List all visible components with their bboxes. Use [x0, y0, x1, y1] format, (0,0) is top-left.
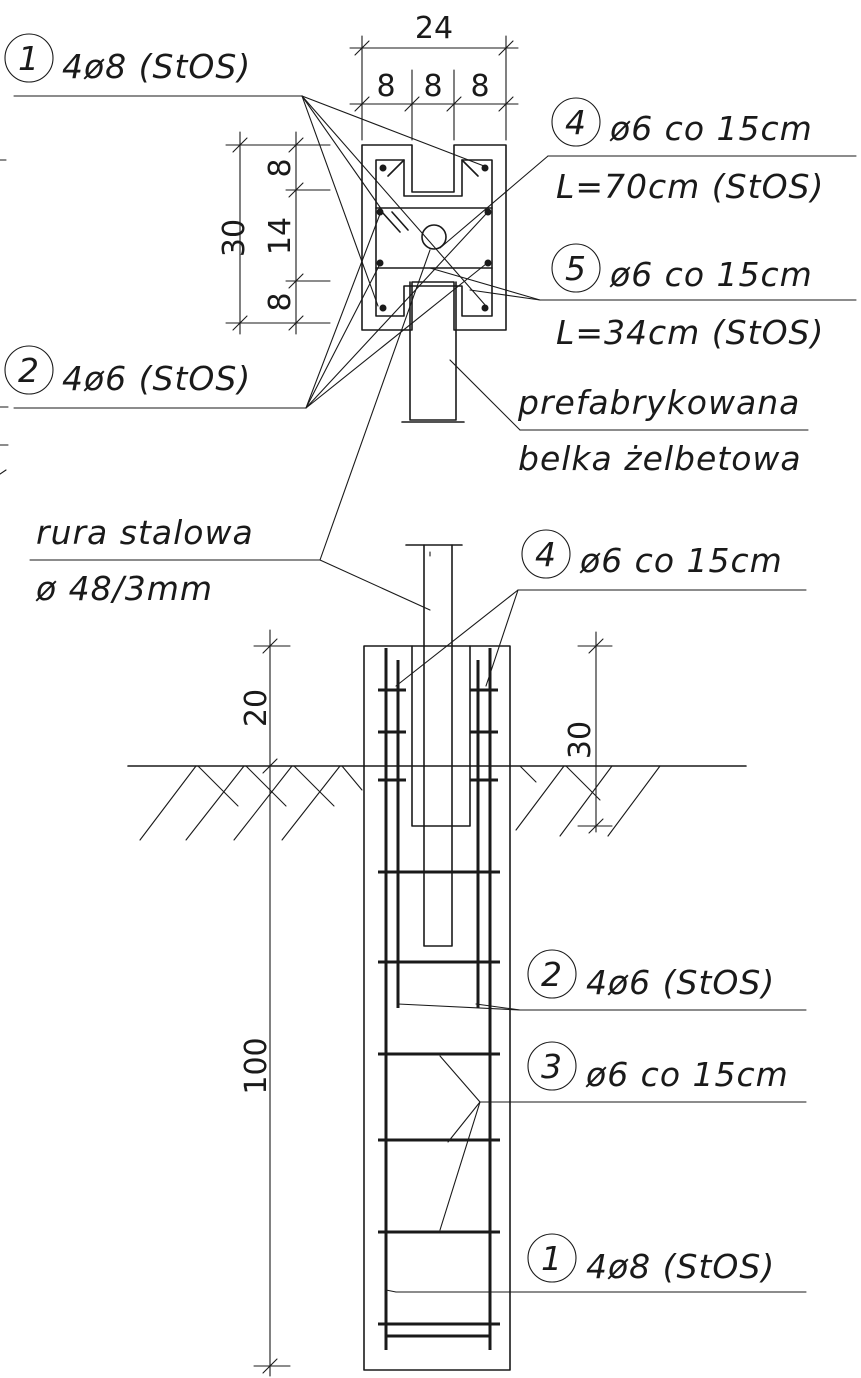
ground-hatch [139, 765, 661, 841]
top-width-dimension: 24 8 8 8 [349, 11, 519, 141]
dim-pipe-embed: 30 [563, 721, 598, 759]
svg-text:L=70cm (StOS): L=70cm (StOS) [556, 167, 824, 206]
svg-text:4: 4 [535, 535, 557, 574]
label-stirrup-4-top: 4 ø6 co 15cm L=70cm (StOS) [551, 97, 824, 206]
svg-text:2: 2 [18, 351, 40, 390]
pipe-circle [421, 224, 447, 250]
dim-foundation-depth: 100 [239, 1037, 274, 1094]
dim-top-width-mid: 8 [423, 69, 442, 104]
bottom-elevation [127, 544, 807, 1371]
svg-text:ø 48/3mm: ø 48/3mm [35, 569, 213, 608]
svg-text:ø6 co 15cm: ø6 co 15cm [609, 109, 813, 148]
dim-top-width-right: 8 [470, 69, 489, 104]
label-top-bar-1: 1 4ø8 (StOS) [4, 33, 251, 86]
dim-top-width-left: 8 [376, 69, 395, 104]
dim-section-height-mid: 14 [263, 217, 298, 255]
dim-section-height-total: 30 [217, 219, 252, 257]
label-beam: prefabrykowana belka żelbetowa [517, 383, 802, 478]
dim-section-height-top: 8 [263, 158, 298, 177]
label-stirrup-3: 3 ø6 co 15cm [527, 1041, 789, 1094]
foundation-outline [363, 645, 511, 1371]
steel-pipe [423, 544, 453, 947]
left-edge-fragments [0, 159, 9, 475]
svg-text:L=34cm (StOS): L=34cm (StOS) [556, 313, 824, 352]
horizontal-stirrups [378, 688, 500, 1338]
svg-text:1: 1 [18, 39, 40, 78]
dim-top-width-total: 24 [415, 11, 453, 46]
section-outline [361, 144, 507, 331]
svg-text:ø6 co 15cm: ø6 co 15cm [609, 255, 813, 294]
svg-text:4: 4 [565, 103, 587, 142]
svg-text:4ø8 (StOS): 4ø8 (StOS) [586, 1247, 775, 1286]
svg-text:ø6 co 15cm: ø6 co 15cm [585, 1055, 789, 1094]
svg-text:rura stalowa: rura stalowa [36, 513, 254, 552]
svg-text:ø6 co 15cm: ø6 co 15cm [579, 541, 783, 580]
dim-embed-above-ground: 20 [239, 689, 274, 727]
svg-text:5: 5 [565, 249, 587, 288]
top-height-dimension: 30 8 14 8 [217, 131, 331, 335]
label-bottom-bar-2: 2 4ø6 (StOS) [527, 949, 775, 1002]
top-leader-lines [13, 95, 857, 561]
svg-text:4ø8 (StOS): 4ø8 (StOS) [62, 47, 251, 86]
stirrup-4-outline [375, 159, 493, 317]
top-cross-section [361, 144, 507, 423]
svg-text:2: 2 [541, 955, 563, 994]
svg-text:4ø6 (StOS): 4ø6 (StOS) [62, 359, 251, 398]
svg-text:1: 1 [541, 1239, 563, 1278]
label-pipe: rura stalowa ø 48/3mm [35, 513, 254, 608]
svg-text:3: 3 [541, 1047, 563, 1086]
label-top-bar-2: 2 4ø6 (StOS) [4, 345, 251, 398]
label-bottom-bar-1: 1 4ø8 (StOS) [527, 1233, 775, 1286]
label-stirrup-5: 5 ø6 co 15cm L=34cm (StOS) [551, 243, 824, 352]
prefab-beam [409, 281, 457, 421]
label-stirrup-4-bottom: 4 ø6 co 15cm [521, 529, 783, 580]
svg-text:prefabrykowana: prefabrykowana [517, 383, 800, 422]
dim-section-height-bottom: 8 [263, 292, 298, 311]
pocket [411, 645, 471, 827]
bottom-dimensions: 20 100 30 [239, 629, 613, 1377]
svg-text:4ø6 (StOS): 4ø6 (StOS) [586, 963, 775, 1002]
svg-text:belka żelbetowa: belka żelbetowa [518, 439, 802, 478]
